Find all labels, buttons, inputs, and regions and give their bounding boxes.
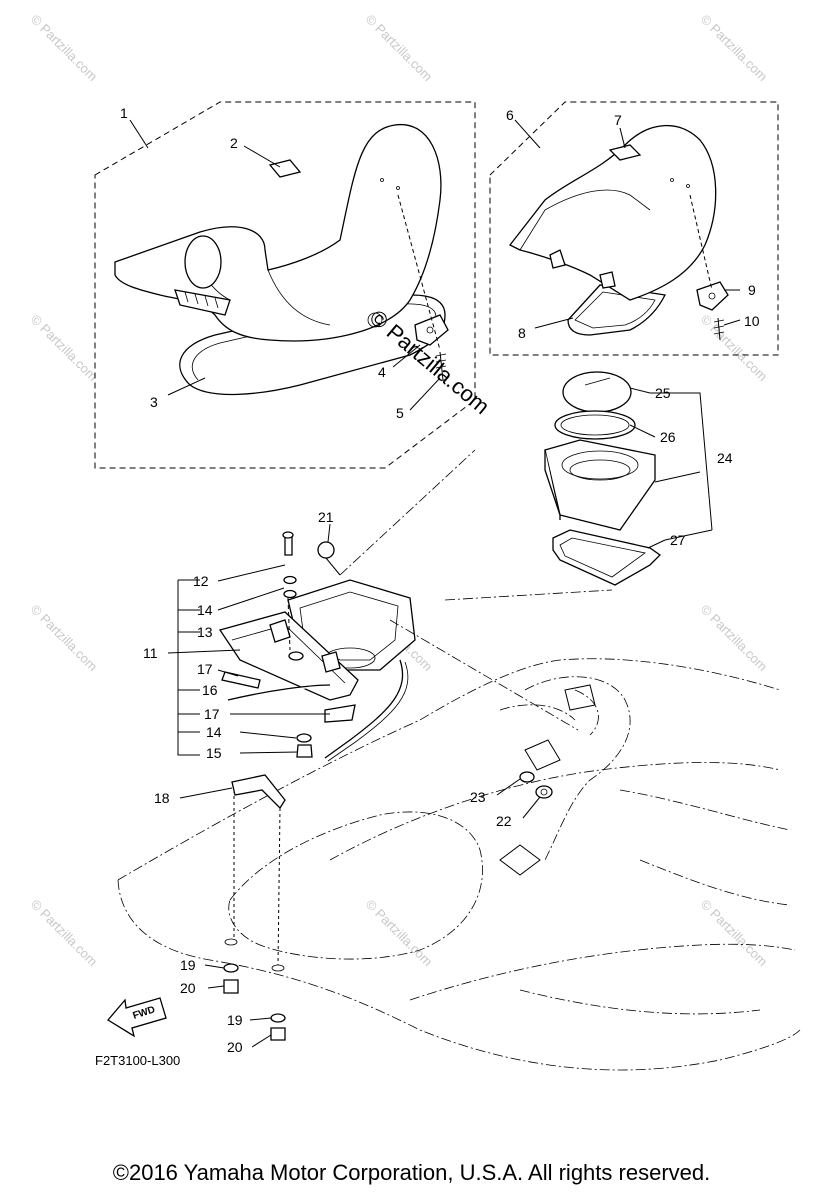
storage-compartment <box>544 371 662 586</box>
callout-19: 19 <box>180 957 196 973</box>
callout-25: 25 <box>655 385 671 401</box>
seat-latch-front <box>397 194 449 381</box>
rear-seat-group-frame <box>489 101 779 356</box>
watermark: © Partzilla.com <box>363 12 436 85</box>
callout-4: 4 <box>378 364 386 380</box>
figure-code: F2T3100-L300 <box>95 1053 180 1068</box>
watermark: © Partzilla.com <box>28 602 101 675</box>
watermark: © Partzilla.com <box>698 12 771 85</box>
callout-9: 9 <box>748 282 756 298</box>
callout-10: 10 <box>744 313 760 329</box>
callout-6: 6 <box>506 107 514 123</box>
callout-13: 13 <box>197 624 213 640</box>
callout-17: 17 <box>197 661 213 677</box>
hull-fasteners <box>519 771 553 799</box>
copyright-notice: ©2016 Yamaha Motor Corporation, U.S.A. A… <box>112 1160 711 1185</box>
watermark: © Partzilla.com <box>28 312 101 385</box>
callout-20: 20 <box>180 980 196 996</box>
callout-17: 17 <box>204 706 220 722</box>
rear-seat <box>509 124 717 336</box>
callout-23: 23 <box>470 789 486 805</box>
fwd-arrow-icon: FWD <box>107 997 167 1038</box>
front-seat-group-frame <box>94 101 476 469</box>
callout-14: 14 <box>197 602 213 618</box>
callout-11: 11 <box>143 645 158 661</box>
leader-lines <box>129 119 741 1048</box>
callout-18: 18 <box>154 790 170 806</box>
callout-14: 14 <box>206 724 222 740</box>
callout-16: 16 <box>202 682 218 698</box>
watermark: © Partzilla.com <box>363 897 436 970</box>
callout-7: 7 <box>614 112 622 128</box>
callout-26: 26 <box>660 429 676 445</box>
callout-20: 20 <box>227 1039 243 1055</box>
watermark: © Partzilla.com <box>698 602 771 675</box>
callout-12: 12 <box>193 573 209 589</box>
callout-22: 22 <box>496 813 512 829</box>
callout-3: 3 <box>150 394 158 410</box>
callout-15: 15 <box>206 745 222 761</box>
watermark: © Partzilla.com <box>698 897 771 970</box>
callout-27: 27 <box>670 532 686 548</box>
callout-19: 19 <box>227 1012 243 1028</box>
callout-24: 24 <box>717 450 733 466</box>
seat-latch-rear <box>689 194 729 341</box>
watermark: © Partzilla.com <box>28 897 101 970</box>
hull-outline <box>117 658 801 1071</box>
callout-8: 8 <box>518 325 526 341</box>
hull-bracket <box>223 774 286 1041</box>
callout-1: 1 <box>120 105 128 121</box>
callout-2: 2 <box>230 135 238 151</box>
seat-mount-assembly <box>218 531 416 762</box>
watermark: © Partzilla.com <box>28 12 101 85</box>
callout-21: 21 <box>318 509 334 525</box>
callout-5: 5 <box>396 405 404 421</box>
callout-labels: 1 2 3 4 5 6 7 8 9 10 11 12 13 14 14 15 1… <box>120 105 760 1055</box>
front-seat <box>114 124 446 396</box>
connector-lines <box>339 449 613 731</box>
